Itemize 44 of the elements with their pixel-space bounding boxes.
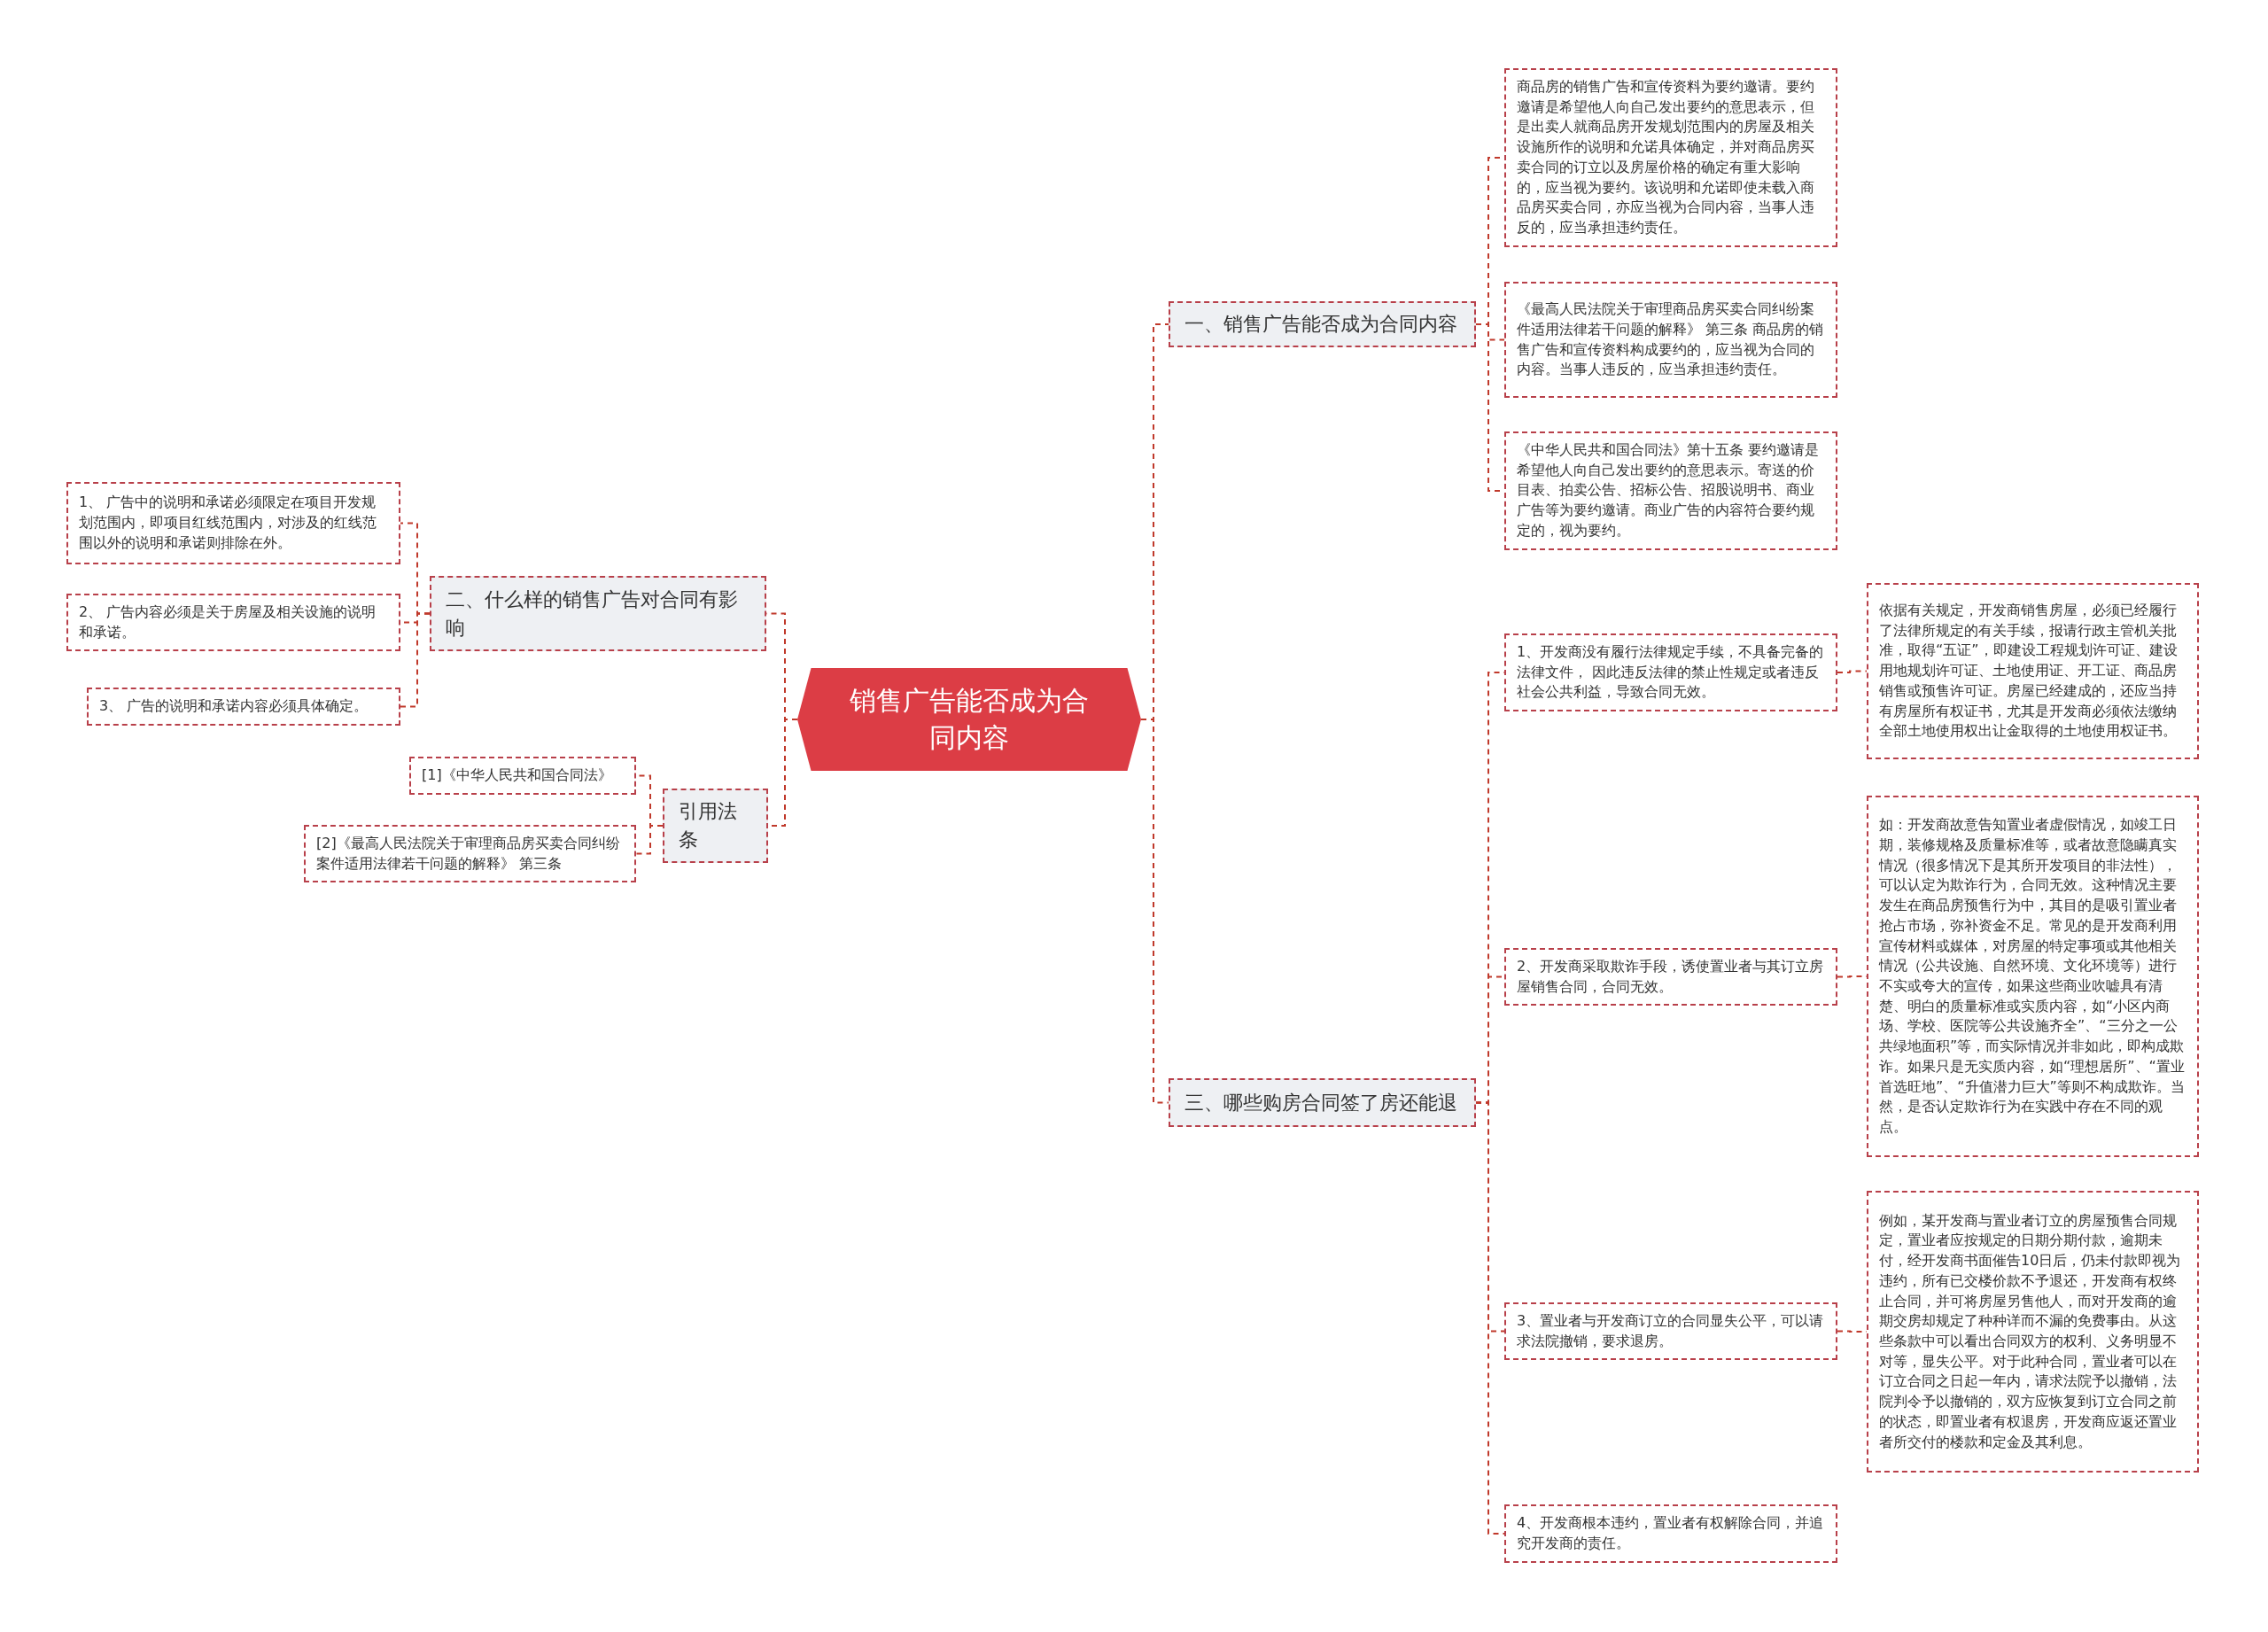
topic-text: 4、开发商根本违约，置业者有权解除合同，并追究开发商的责任。	[1517, 1513, 1825, 1553]
topic-text: 1、 广告中的说明和承诺必须限定在项目开发规划范围内，即项目红线范围内，对涉及的红线范围以外的说明和承诺则排除在外。	[79, 493, 377, 553]
topic-text: 商品房的销售广告和宣传资料为要约邀请。要约邀请是希望他人向自己发出要约的意思表示，但是出卖人就商品房开发规划范围内的房屋及相关设施所作的说明和允诺具体确定，并对商品房买卖合同的订立以及房屋价格的确定有重大影响的，应当视为要约。该说明和允诺即使未载入商品房买卖合同，亦应当视为合同内容，当事人违反的，应当承担违约责任。	[1517, 77, 1815, 238]
topic-text: 1、开发商没有履行法律规定手续，不具备完备的法律文件， 因此违反法律的禁止性规定或者违反社会公共利益，导致合同无效。	[1517, 642, 1825, 703]
note-box	[409, 757, 636, 795]
topic-box	[430, 576, 766, 651]
topic-text: 例如，某开发商与置业者订立的房屋预售合同规定，置业者应按规定的日期分期付款，逾期未付，经开发商书面催告10日后，仍未付款即视为违约，所有已交楼价款不予退还，开发商有权终止合同，并可将房屋另售他人，而对开发商的逾期交房却规定了种种详而不漏的免费事由。从这些条款中可以看出合同双方的权利、义务明显不对等，显失公平。对于此种合同，置业者可以在订立合同之日起一年内，请求法院予以撤销，法院判令予以撤销的，双方应恢复到订立合同之前的状态，即置业者有权退房，开发商应返还置业者所交付的楼款和定金及其利息。	[1879, 1210, 2182, 1452]
connector-line	[400, 612, 431, 708]
topic-text: 如：开发商故意告知置业者虚假情况，如竣工日期，装修规格及质量标准等，或者故意隐瞒真实情况（很多情况下是其所开发项目的非法性），可以认定为欺诈行为，合同无效。这种情况主要发生在商品房预售行为中，其目的是吸引置业者抢占市场，弥补资金不足。常见的是开发商利用宣传材料或媒体，对房屋的特定事项或其他相关情况（公共设施、自然环境、文化环境等）进行不实或夸大的宣传，如果这些商业吹嘘具有清楚、明白的质量标准或实质内容，如“小区内商场、学校、医院等公共设施齐全”、“三分之一公共绿地面积”等，而实际情况并非如此，即构成欺诈。如果只是无实质内容，如“理想居所”、“置业首选旺地”、“升值潜力巨大”等则不构成欺诈。当然，是否认定欺诈行为在实践中存在不同的观点。	[1879, 815, 2186, 1138]
topic-box	[1169, 301, 1476, 347]
topic-text: [1]《中华人民共和国合同法》	[422, 765, 613, 785]
topic-box	[663, 789, 768, 863]
note-box	[1504, 1302, 1837, 1361]
topic-text: 引用法条	[679, 799, 738, 852]
note-box	[1504, 282, 1837, 398]
topic-text: 2、 广告内容必须是关于房屋及相关设施的说明和承诺。	[79, 602, 377, 642]
note-box	[87, 688, 400, 726]
note-box	[1504, 68, 1837, 247]
topic-text: 3、 广告的说明和承诺内容必须具体确定。	[99, 696, 369, 716]
note-box	[1867, 583, 2199, 759]
note-box	[1504, 1504, 1837, 1563]
connector-line	[635, 825, 664, 855]
note-box	[66, 482, 400, 564]
topic-text: 3、置业者与开发商订立的合同显失公平，可以请求法院撤销，要求退房。	[1517, 1311, 1825, 1351]
topic-text: 《最高人民法院关于审理商品房买卖合同纠纷案件适用法律若干问题的解释》 第三条 商品房的销售广告和宣传资料构成要约的，应当视为合同的内容。当事人违反的，应当承担违约责任。	[1517, 299, 1825, 380]
central-topic	[797, 668, 1141, 771]
note-box	[1867, 796, 2199, 1157]
connector-line	[1475, 1101, 1505, 1535]
topic-text: 《中华人民共和国合同法》第十五条 要约邀请是希望他人向自己发出要约的意思表示。寄送的价目表、拍卖公告、招标公告、招股说明书、商业广告等为要约邀请。商业广告的内容符合要约规定的，视为要约。	[1517, 440, 1821, 540]
note-box	[1504, 948, 1837, 1006]
note-box	[1867, 1191, 2199, 1473]
note-box	[1504, 431, 1837, 550]
topic-text: [2]《最高人民法院关于审理商品房买卖合同纠纷案件适用法律若干问题的解释》 第三条	[316, 834, 621, 874]
topic-text: 二、什么样的销售广告对合同有影响	[446, 587, 739, 641]
topic-text: 2、开发商采取欺诈手段，诱使置业者与其订立房屋销售合同，合同无效。	[1517, 957, 1825, 997]
note-box	[1504, 633, 1837, 712]
topic-text: 一、销售广告能否成为合同内容	[1184, 312, 1458, 338]
topic-text: 销售广告能否成为合同内容	[849, 684, 1090, 755]
note-box	[66, 594, 400, 652]
note-box	[304, 825, 636, 883]
topic-text: 依据有关规定，开发商销售房屋，必须已经履行了法律所规定的有关手续，报请行政主管机关批准，取得“五证”，即建设工程规划许可证、建设用地规划许可证、土地使用证、开工证、商品房销售或预售许可证。房屋已经建成的，还应当持有房屋所有权证书，尤其是开发商必须依法缴纳全部土地使用权出让金取得的土地使用权证书。	[1879, 601, 2179, 742]
topic-text: 三、哪些购房合同签了房还能退	[1184, 1090, 1458, 1115]
connector-line	[1837, 670, 1868, 673]
topic-box	[1169, 1078, 1476, 1127]
